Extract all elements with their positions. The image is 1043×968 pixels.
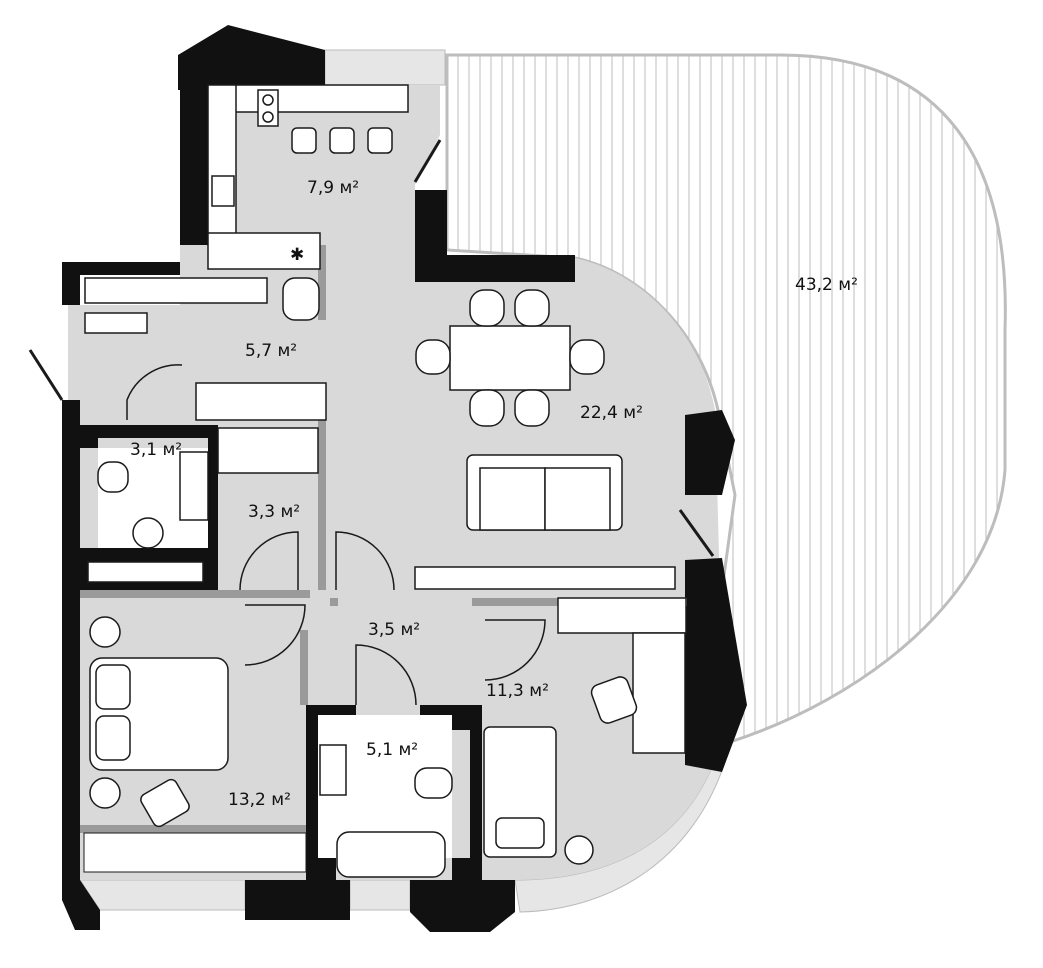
room-area-hall: 5,7 м² [245,341,297,361]
room-area-terrace: 43,2 м² [795,275,858,295]
sofa [466,454,623,531]
desk [632,632,686,754]
room-area-bedroom-small: 11,3 м² [486,681,549,701]
room-area-living: 22,4 м² [580,403,643,423]
bath-sink [319,744,347,796]
room-area-kitchen: 7,9 м² [307,178,359,198]
office-chair [590,676,638,724]
room-area-corridor: 3,5 м² [368,620,420,640]
dining-set [415,289,605,427]
room-area-wc: 3,1 м² [130,440,182,460]
hall-shelf [84,277,268,304]
side-table [564,835,594,865]
bench [84,312,148,334]
wardrobe [217,427,319,474]
wc-sink [179,451,209,521]
fridge-icon: ✱ [290,245,304,265]
fridge-counter [207,232,321,270]
bathtub [336,831,446,878]
wardrobe [195,382,327,421]
nightstand [89,616,121,648]
kitchen-counter-side [207,84,237,246]
kitchen-balcony [324,49,446,86]
storage-shelf [87,561,204,583]
kitchen-counter [207,84,409,113]
doors [28,139,715,706]
tv-unit [414,566,676,590]
washing-machine [282,277,320,321]
stool [367,127,393,154]
toilet-icon [414,767,453,799]
washer-icon [132,517,164,549]
nightstand [89,777,121,809]
walls [62,25,747,932]
armchair [140,778,190,828]
stool [329,127,355,154]
room-area-bathroom: 5,1 м² [366,740,418,760]
wardrobe [557,597,687,634]
toilet-icon [97,461,129,493]
double-bed [89,657,229,771]
bedroom-storage [83,832,307,873]
room-area-bedroom-master: 13,2 м² [228,790,291,810]
sink-icon [211,175,235,207]
room-area-wardrobe: 3,3 м² [248,502,300,522]
stool [291,127,317,154]
